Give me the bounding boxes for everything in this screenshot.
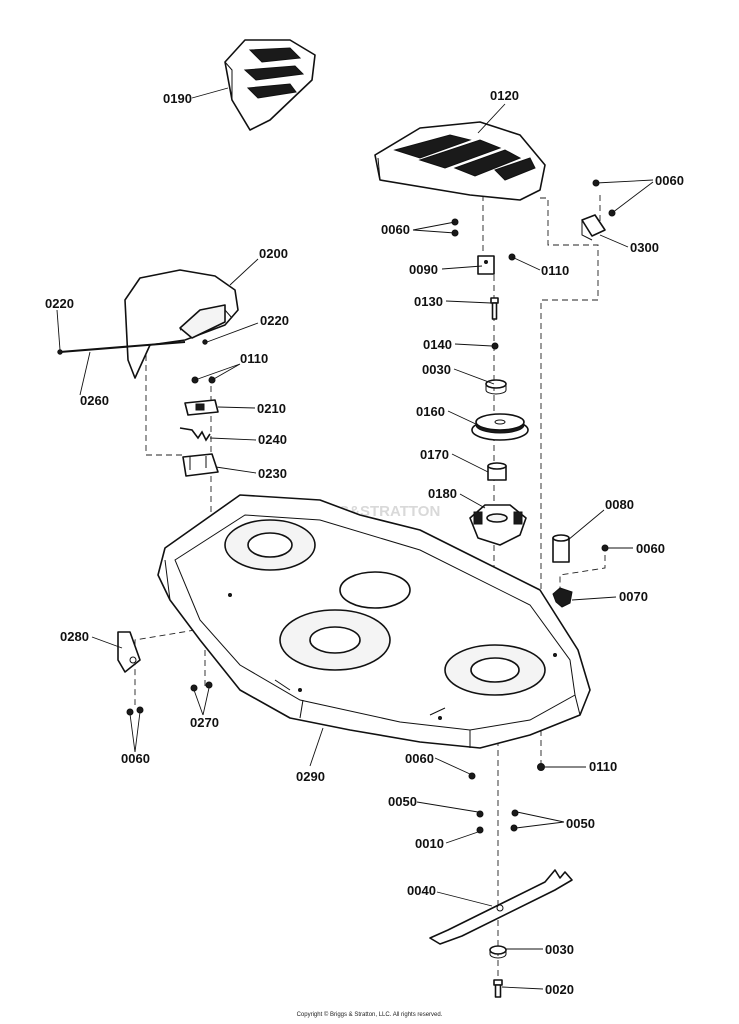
label-0290: 0290: [296, 769, 325, 784]
part-0160-pulley: [471, 413, 529, 441]
label-0050: 0050: [566, 816, 595, 831]
label-0110: 0110: [589, 759, 617, 774]
label-0020: 0020: [545, 982, 574, 997]
label-0110: 0110: [240, 351, 268, 366]
part-0230-bracket: [182, 453, 219, 477]
part-0300-bracket: [581, 214, 606, 241]
label-0200: 0200: [259, 246, 288, 261]
part-0050-washer: [511, 809, 519, 817]
label-0060: 0060: [121, 751, 150, 766]
label-0280: 0280: [60, 629, 89, 644]
part-0030-spacer: [485, 379, 507, 395]
part-0140-washer: [491, 342, 499, 350]
label-0300: 0300: [630, 240, 659, 255]
label-0060: 0060: [381, 222, 410, 237]
part-0010-bolt: [476, 826, 484, 834]
part-0040-blade: [429, 869, 573, 945]
part-0180-spindle-housing: [469, 504, 527, 546]
copyright-notice: Copyright © Briggs & Stratton, LLC. All …: [296, 1012, 443, 1018]
part-0290-mower-deck: [157, 494, 591, 749]
part-0270-bolt: [205, 681, 213, 689]
label-0160: 0160: [416, 404, 445, 419]
part-0280-bracket: [117, 631, 141, 673]
label-0190: 0190: [163, 91, 192, 106]
label-0210: 0210: [257, 401, 286, 416]
label-0030: 0030: [545, 942, 574, 957]
part-0030-washer: [489, 945, 507, 959]
label-0220: 0220: [45, 296, 74, 311]
part-0060-bolt: [468, 772, 476, 780]
part-0240-spring: [179, 427, 211, 442]
part-0210-bracket: [184, 399, 219, 416]
part-0080-bushing: [552, 534, 570, 563]
part-0130-bolt: [490, 297, 499, 320]
label-0130: 0130: [414, 294, 443, 309]
part-0050-washer: [476, 810, 484, 818]
label-0060: 0060: [405, 751, 434, 766]
label-0270: 0270: [190, 715, 219, 730]
label-0010: 0010: [415, 836, 444, 851]
part-0020-bolt: [493, 979, 503, 998]
part-0060-bolt: [601, 544, 609, 552]
label-0180: 0180: [428, 486, 457, 501]
leader-lines: [56, 87, 654, 990]
label-0050: 0050: [388, 794, 417, 809]
label-0230: 0230: [258, 466, 287, 481]
label-0060: 0060: [636, 541, 665, 556]
label-0030: 0030: [422, 362, 451, 377]
label-0260: 0260: [80, 393, 109, 408]
part-0110-nut: [537, 763, 545, 771]
label-0220: 0220: [260, 313, 289, 328]
label-0170: 0170: [420, 447, 449, 462]
label-0060: 0060: [655, 173, 684, 188]
part-0070-knob: [552, 587, 573, 608]
label-0080: 0080: [605, 497, 634, 512]
part-labels: 0190 0120 0060 0060 0300 0090 0110 0200 …: [45, 88, 684, 997]
label-0140: 0140: [423, 337, 452, 352]
label-0070: 0070: [619, 589, 648, 604]
part-0190-belt-cover: [224, 39, 316, 131]
label-0240: 0240: [258, 432, 287, 447]
part-0260-rod: [59, 341, 186, 353]
part-0090-bracket: [477, 255, 495, 275]
label-0120: 0120: [490, 88, 519, 103]
part-0220-pin-right: [202, 339, 208, 345]
part-0120-belt-cover: [374, 121, 546, 201]
part-0200-deck-cover: [124, 269, 239, 379]
part-0170-spacer: [487, 462, 507, 481]
label-0110: 0110: [541, 263, 569, 278]
part-0220-pin-left: [57, 349, 63, 355]
label-0040: 0040: [407, 883, 436, 898]
label-0090: 0090: [409, 262, 438, 277]
